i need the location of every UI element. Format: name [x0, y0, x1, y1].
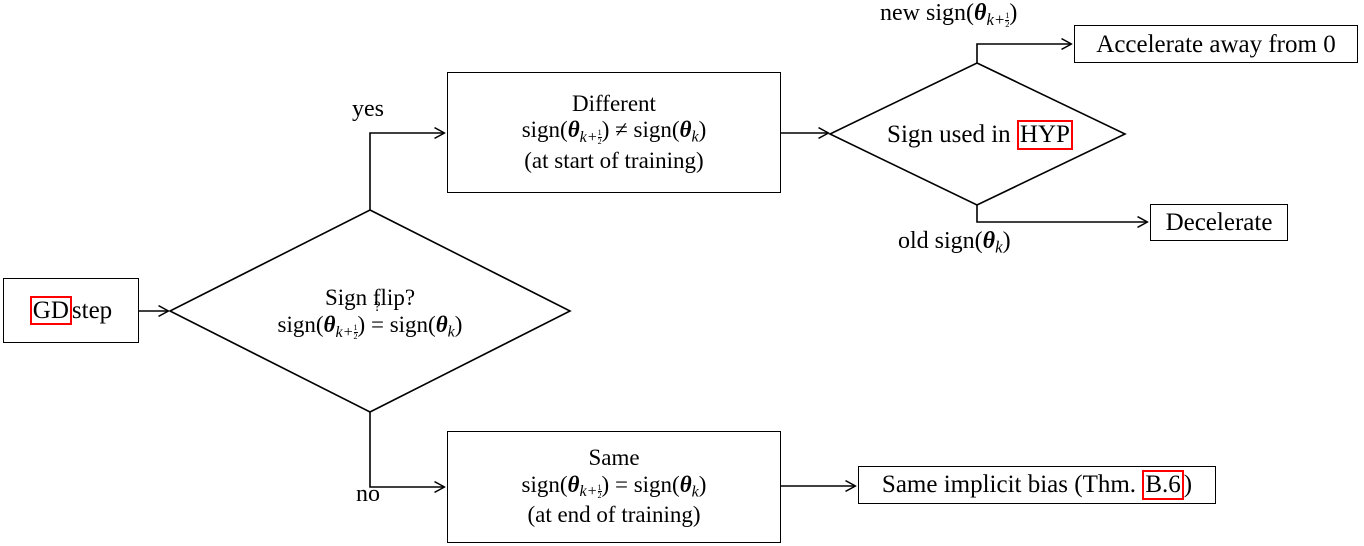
node-different-line1: Different [572, 90, 656, 116]
node-implicitbias-prefix: Same implicit bias (Thm. [881, 471, 1137, 499]
node-same-line1: Same [588, 445, 640, 471]
node-different-line3: (at start of training) [524, 147, 704, 173]
edge-label-no: no [356, 481, 380, 507]
node-same-line3: (at end of training) [527, 502, 701, 528]
node-accelerate-label: Accelerate away from 0 [1096, 30, 1336, 58]
edge-label-old-sign: old sign(θk) [898, 228, 1011, 257]
node-decelerate-label: Decelerate [1165, 209, 1273, 236]
edge-signused-oldsign-to-decelerate [976, 205, 1147, 222]
hyperlink-gd[interactable]: GD [29, 295, 72, 326]
node-implicitbias-suffix: ) [1183, 471, 1193, 499]
sign-flip-diamond-outline [168, 209, 572, 413]
node-same-implicit-bias-text: Same implicit bias (Thm. B.6) [882, 470, 1192, 500]
edge-signflip-yes-to-different [369, 133, 444, 210]
hyperlink-thm-b6[interactable]: B.6 [1142, 470, 1184, 500]
node-decelerate[interactable]: Decelerate [1150, 204, 1288, 241]
sign-used-diamond-outline [828, 62, 1127, 206]
node-same-implicit-bias[interactable]: Same implicit bias (Thm. B.6) [858, 466, 1216, 504]
edge-signused-newsign-to-accelerate [976, 44, 1071, 63]
edge-label-yes: yes [352, 96, 384, 122]
edge-signflip-no-to-same [369, 412, 444, 487]
node-gd-step-suffix: step [71, 296, 113, 324]
node-accelerate-away-from-0[interactable]: Accelerate away from 0 [1074, 25, 1358, 63]
